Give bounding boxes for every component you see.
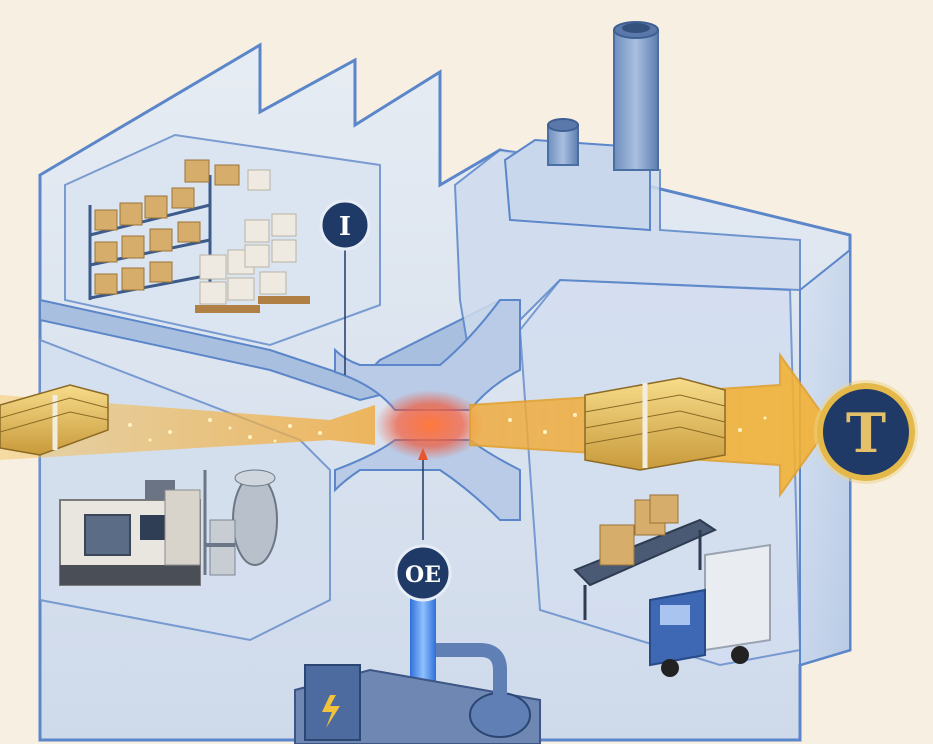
smokestack-icon [547, 21, 659, 171]
operating-expense-label: OE [405, 562, 441, 588]
inventory-badge: I [319, 199, 371, 375]
cash-stack-icon [0, 384, 109, 456]
bottleneck-constriction [334, 299, 521, 521]
throughput-label: T [846, 401, 886, 465]
cash-stack-icon [584, 377, 726, 471]
warehouse-shelves-icon [88, 159, 310, 313]
inventory-label: I [339, 212, 351, 242]
throughput-badge: T [814, 380, 918, 484]
power-pump-icon [294, 643, 541, 744]
factory-machines-icon [59, 469, 278, 586]
conveyor-truck-icon [573, 494, 771, 677]
operating-expense-badge: OE [394, 544, 452, 602]
